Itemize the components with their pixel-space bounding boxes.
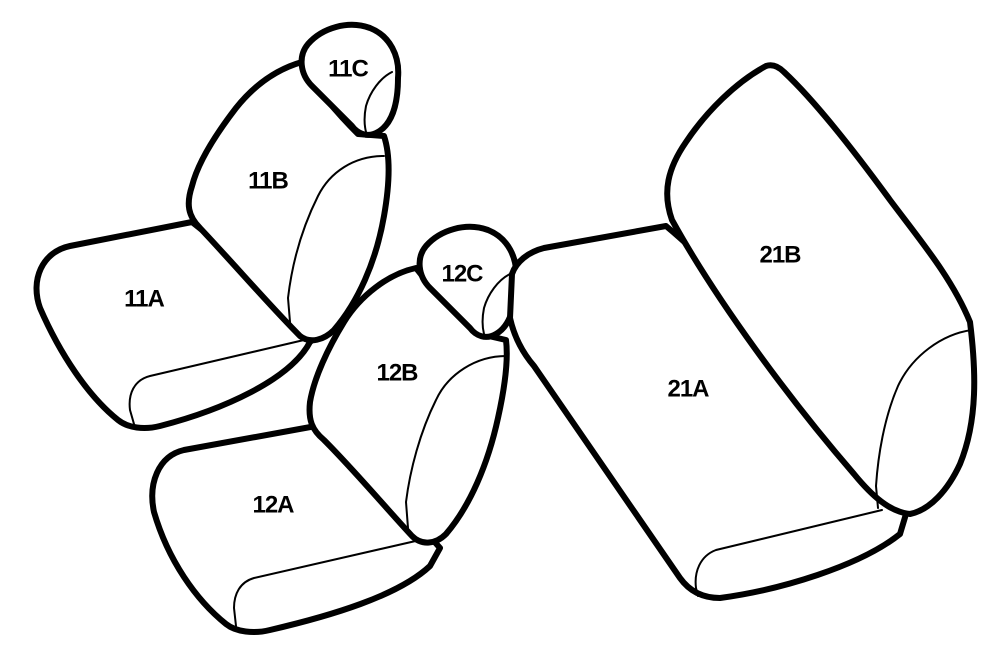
front-seat-11 — [33, 21, 402, 431]
seat-11b-backrest[interactable] — [185, 59, 392, 344]
seat-11c-side-panel — [363, 71, 393, 133]
label-21a: 21A — [667, 375, 709, 402]
seat-12a-front-panel — [232, 539, 421, 627]
front-seat-12 — [149, 223, 520, 635]
seat-11b-side-panel — [286, 155, 385, 323]
label-12c: 12C — [441, 260, 483, 287]
label-21b: 21B — [759, 241, 801, 268]
seat-21b-side-panel — [874, 329, 973, 509]
seat-labels: 11C 11B 11A 12C 12B 12A 21B 21A — [124, 55, 802, 518]
seat-12b-side-panel — [404, 355, 507, 529]
label-11a: 11A — [124, 285, 164, 312]
seat-12c-side-panel — [481, 273, 511, 335]
label-12a: 12A — [252, 491, 294, 518]
label-11b: 11B — [248, 167, 288, 194]
rear-bench-21 — [507, 62, 978, 601]
seat-11a-front-panel — [128, 339, 305, 425]
seat-21a-front-panel — [694, 509, 883, 597]
label-11c: 11C — [328, 55, 368, 82]
seat-12b-backrest[interactable] — [306, 265, 510, 546]
seat-21b-backrest[interactable] — [664, 62, 978, 517]
seat-11c-headrest[interactable] — [298, 21, 402, 138]
label-12b: 12B — [376, 359, 418, 386]
